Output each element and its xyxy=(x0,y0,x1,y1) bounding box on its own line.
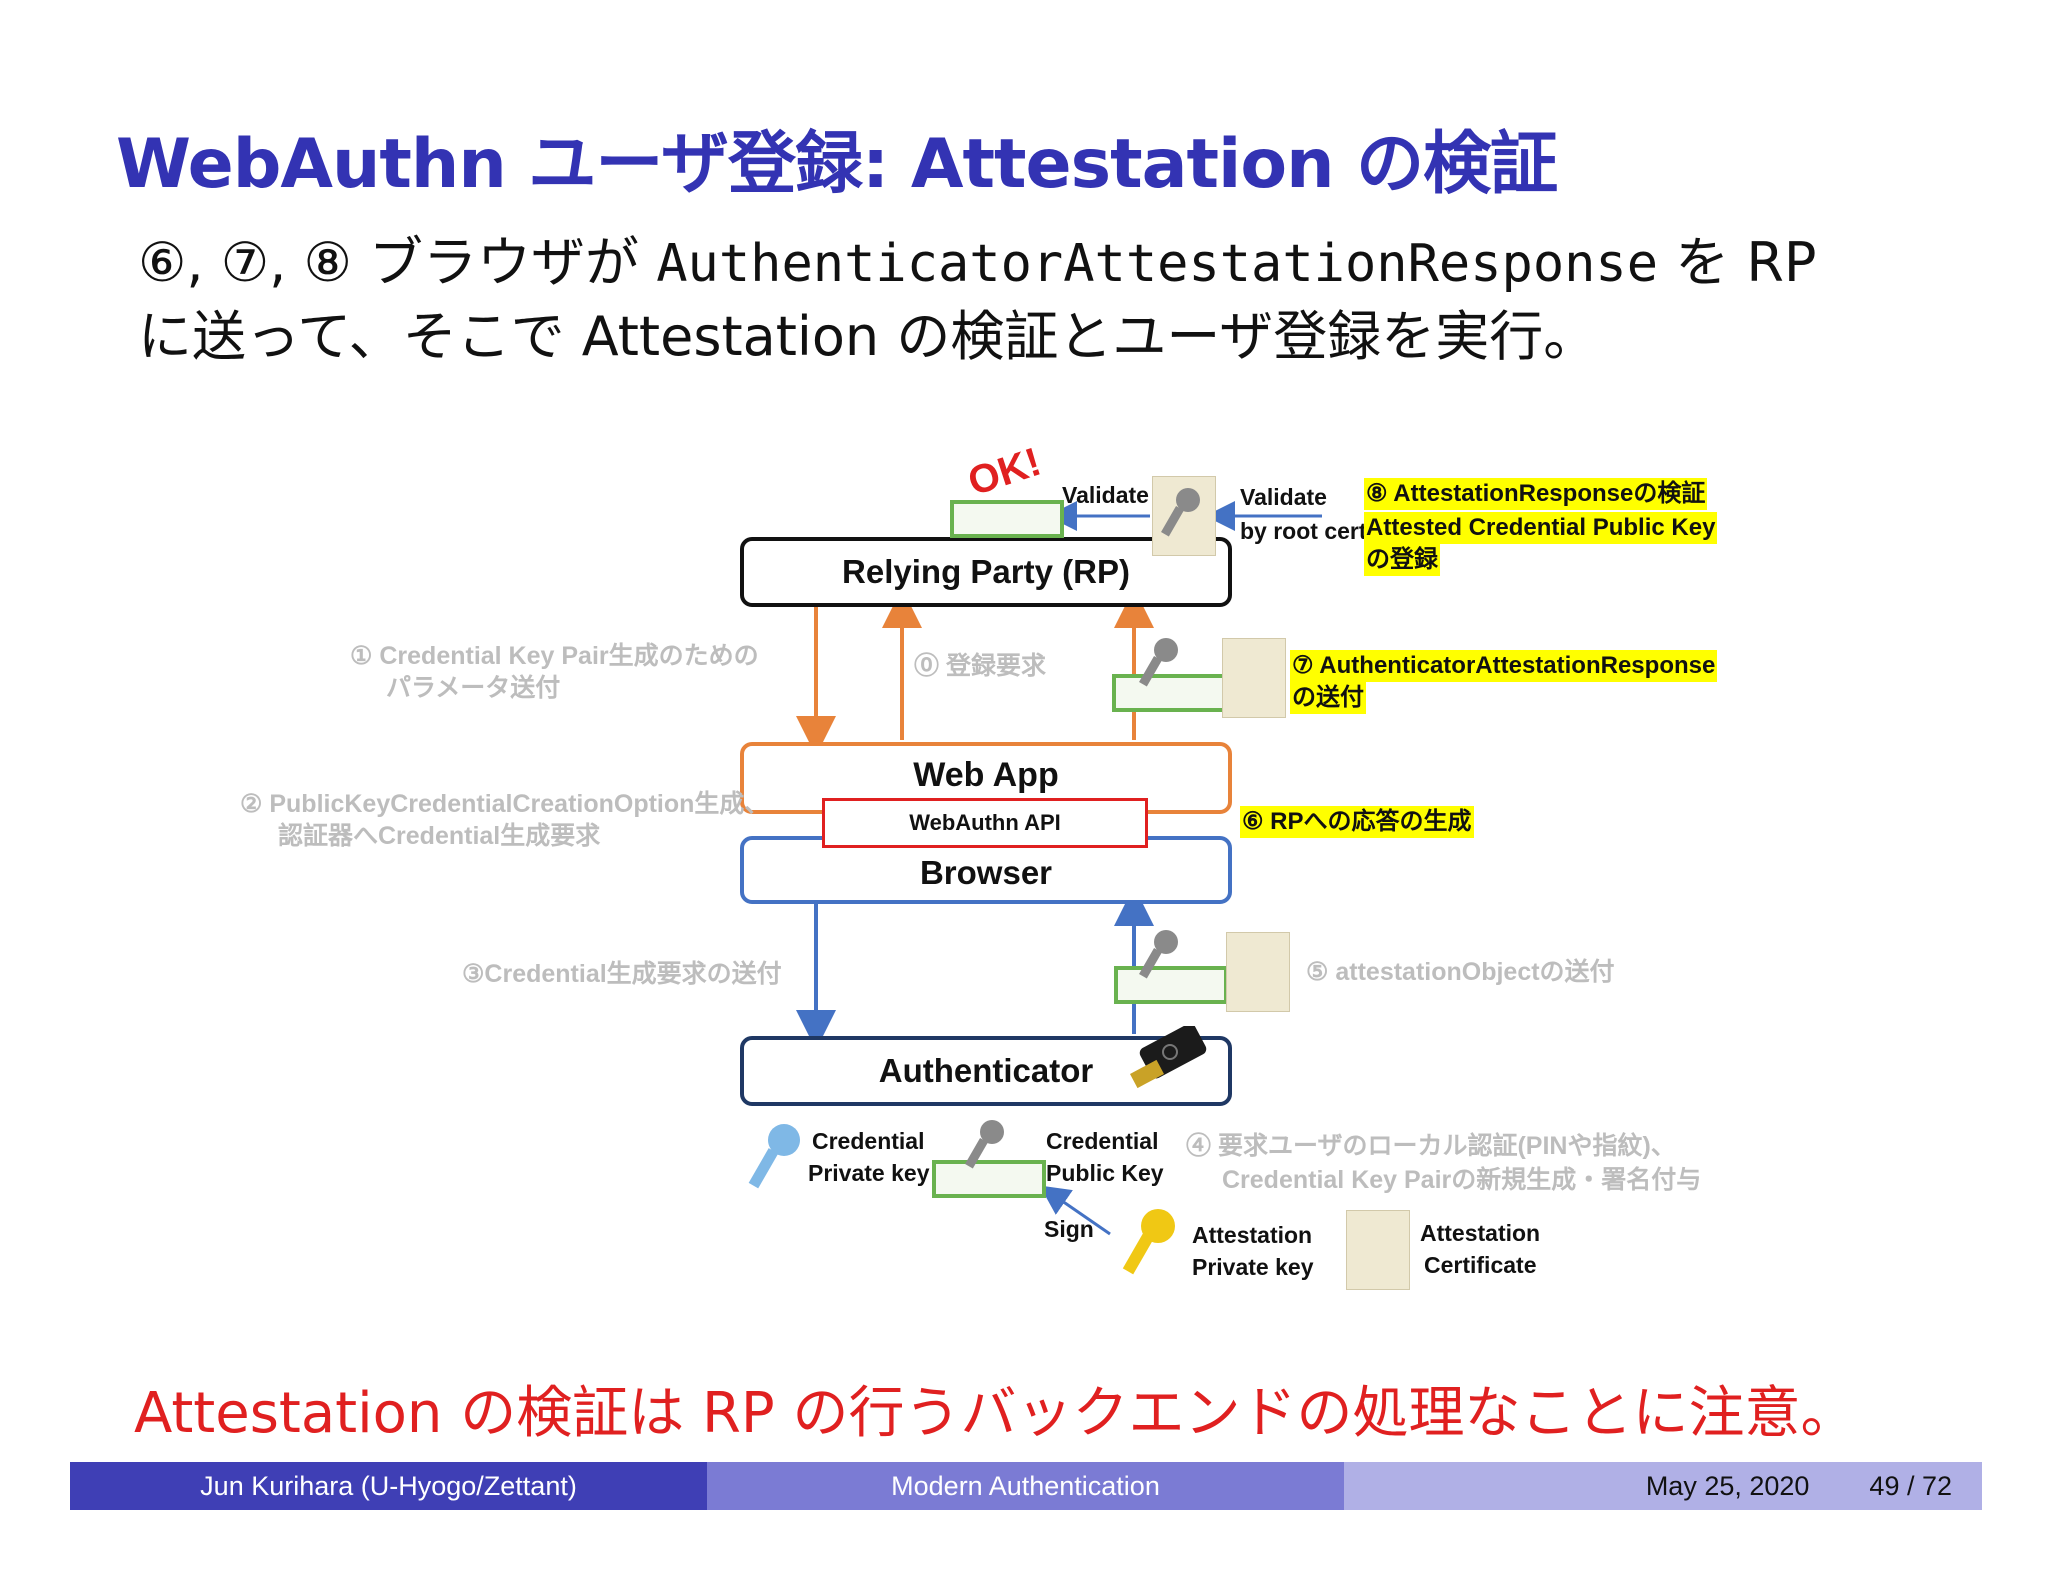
footer-right: May 25, 2020 49 / 72 xyxy=(1344,1462,1982,1510)
browser-label: Browser xyxy=(919,854,1053,891)
attestation-cert-line2: Certificate xyxy=(1424,1252,1537,1278)
step8-line3: の登録 xyxy=(1364,544,1440,576)
step1-line1: ① Credential Key Pair生成のための xyxy=(350,642,759,670)
slide-note: Attestation の検証は RP の行うバックエンドの処理なことに注意。 xyxy=(134,1381,1857,1446)
arrow-sign xyxy=(1039,1185,1111,1236)
footer-author: Jun Kurihara (U-Hyogo/Zettant) xyxy=(70,1462,707,1510)
step4-line1: ④ 要求ユーザのローカル認証(PINや指紋)、 xyxy=(1186,1132,1676,1160)
step8-line1: ⑧ AttestationResponseの検証 xyxy=(1364,478,1708,510)
attestation-private-line1: Attestation xyxy=(1192,1222,1313,1248)
attestation-private-key-icon xyxy=(1122,1209,1175,1275)
key-icon-rp xyxy=(1161,488,1200,537)
slide-title: WebAuthn ユーザ登録: Attestation の検証 xyxy=(116,125,1558,204)
footer-date: May 25, 2020 xyxy=(1645,1470,1810,1501)
step1-line2: パラメータ送付 xyxy=(386,674,561,702)
step2-line1: ② PublicKeyCredentialCreationOption生成、 xyxy=(240,790,770,818)
step7-line2: の送付 xyxy=(1290,682,1366,714)
webapp-label: Web App xyxy=(913,756,1059,794)
attestation-certificate-icon xyxy=(1346,1210,1410,1290)
step4-line2: Credential Key Pairの新規生成・署名付与 xyxy=(1222,1166,1702,1194)
step8-line2: Attested Credential Public Key xyxy=(1364,512,1718,544)
webauthn-api-box: WebAuthn API xyxy=(822,798,1148,848)
signature-icon-step7 xyxy=(1112,674,1226,712)
certificate-icon-step5 xyxy=(1226,932,1290,1012)
step0-label: ⓪ 登録要求 xyxy=(914,652,1046,680)
step2-line2: 認証器へCredential生成要求 xyxy=(278,822,601,850)
intro-prefix: ⑥, ⑦, ⑧ ブラウザが xyxy=(138,231,657,294)
intro-suffix: を RP xyxy=(1658,231,1817,294)
sign-label: Sign xyxy=(1044,1216,1094,1242)
footer-talk: Modern Authentication xyxy=(707,1462,1344,1510)
credential-public-key-icon xyxy=(965,1120,1004,1169)
key-icon-step5 xyxy=(1139,930,1178,979)
credential-public-line1: Credential xyxy=(1046,1128,1159,1154)
credential-private-line2: Private key xyxy=(808,1160,930,1186)
credential-private-key-icon xyxy=(748,1124,800,1189)
validate-root-line2: by root cert. xyxy=(1240,518,1373,544)
signature-icon-credential xyxy=(932,1160,1046,1198)
attestation-cert-line1: Attestation xyxy=(1420,1220,1541,1246)
security-key-icon xyxy=(1130,1026,1207,1089)
intro-line-1: ⑥, ⑦, ⑧ ブラウザが AuthenticatorAttestationRe… xyxy=(138,218,1816,297)
footer-bar: Jun Kurihara (U-Hyogo/Zettant) Modern Au… xyxy=(70,1462,1982,1510)
key-icon-step7 xyxy=(1139,638,1178,687)
signature-icon-rp xyxy=(950,500,1064,538)
certificate-icon-step7 xyxy=(1222,638,1286,718)
step7-line1: ⑦ AuthenticatorAttestationResponse xyxy=(1290,650,1718,682)
intro-line-2: に送って、そこで Attestation の検証とユーザ登録を実行。 xyxy=(138,305,1598,368)
credential-private-line1: Credential xyxy=(812,1128,925,1154)
footer-page: 49 / 72 xyxy=(1869,1470,1952,1501)
step6-label: ⑥ RPへの応答の生成 xyxy=(1240,806,1474,838)
attestation-private-line2: Private key xyxy=(1192,1254,1314,1280)
step5-label: ⑤ attestationObjectの送付 xyxy=(1306,958,1615,986)
intro-code: AuthenticatorAttestationResponse xyxy=(656,234,1659,294)
rp-box: Relying Party (RP) xyxy=(740,537,1232,607)
step3-label: ③Credential生成要求の送付 xyxy=(462,960,782,988)
credential-public-line2: Public Key xyxy=(1046,1160,1164,1186)
validate-label: Validate xyxy=(1062,482,1149,508)
validate-root-line1: Validate xyxy=(1240,484,1327,510)
